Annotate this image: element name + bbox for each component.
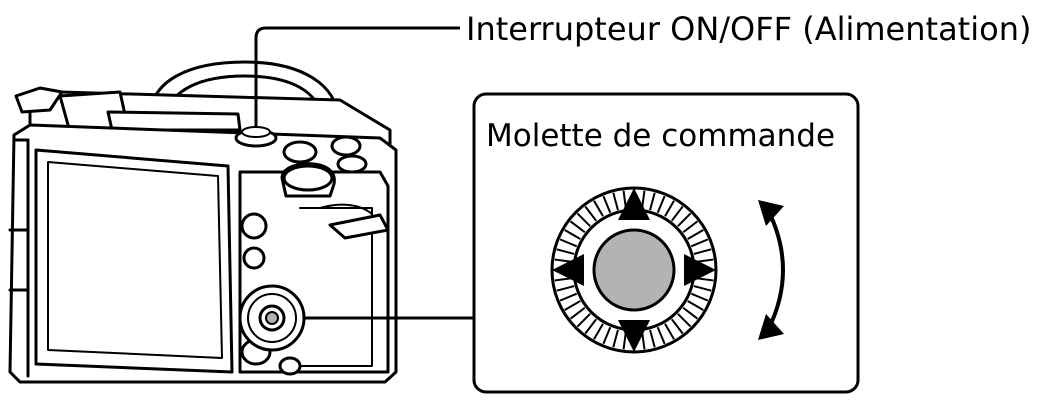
arrow-down-icon — [618, 320, 650, 352]
wheel-ridge — [593, 200, 604, 217]
control-wheel-icon — [550, 186, 718, 354]
wheel-ridge — [687, 300, 704, 311]
power-switch-label: Interrupteur ON/OFF (Alimentation) — [466, 10, 1031, 48]
wheel-ridge — [687, 229, 704, 240]
wheel-ridge — [649, 192, 656, 211]
wheel-ridge — [682, 220, 699, 234]
rotation-arrow-icon — [758, 200, 785, 340]
control-wheel-center-button — [592, 228, 676, 312]
wheel-ridge — [576, 212, 591, 227]
wheel-ridge — [602, 195, 612, 214]
wheel-ridge — [682, 306, 699, 320]
wheel-ridge — [556, 285, 575, 292]
wheel-ridge — [693, 248, 712, 255]
arrow-right-icon — [684, 254, 716, 286]
wheel-ridge — [576, 313, 591, 328]
wheel-ridge — [564, 229, 581, 240]
wheel-ridge — [649, 329, 656, 348]
wheel-ridge — [664, 200, 675, 217]
wheel-ridge — [664, 323, 675, 340]
wheel-ridge — [593, 323, 604, 340]
control-wheel-callout: Molette de commande — [472, 92, 860, 394]
control-wheel-label: Molette de commande — [486, 118, 835, 154]
wheel-ridge — [564, 300, 581, 311]
arrow-left-icon — [552, 254, 584, 286]
wheel-ridge — [656, 195, 666, 214]
wheel-ridge — [612, 329, 619, 348]
wheel-ridge — [559, 238, 578, 248]
wheel-ridge — [693, 285, 712, 292]
wheel-ridge — [670, 318, 684, 335]
wheel-ridge — [656, 326, 666, 345]
callout-lines — [254, 26, 476, 320]
wheel-ridge — [602, 326, 612, 345]
wheel-ridge — [584, 205, 598, 222]
wheel-ridge — [612, 192, 619, 211]
camera-body-illustration — [8, 60, 398, 384]
wheel-ridge — [670, 205, 684, 222]
wheel-ridge — [559, 292, 578, 302]
wheel-ridge — [584, 318, 598, 335]
wheel-ridge — [677, 313, 692, 328]
arrow-up-icon — [618, 188, 650, 220]
wheel-ridge — [690, 292, 709, 302]
wheel-ridge — [677, 212, 692, 227]
power-switch-leader-line — [254, 26, 460, 126]
wheel-ridge — [556, 248, 575, 255]
wheel-ridge — [569, 306, 586, 320]
wheel-ridge — [690, 238, 709, 248]
wheel-ridge — [569, 220, 586, 234]
